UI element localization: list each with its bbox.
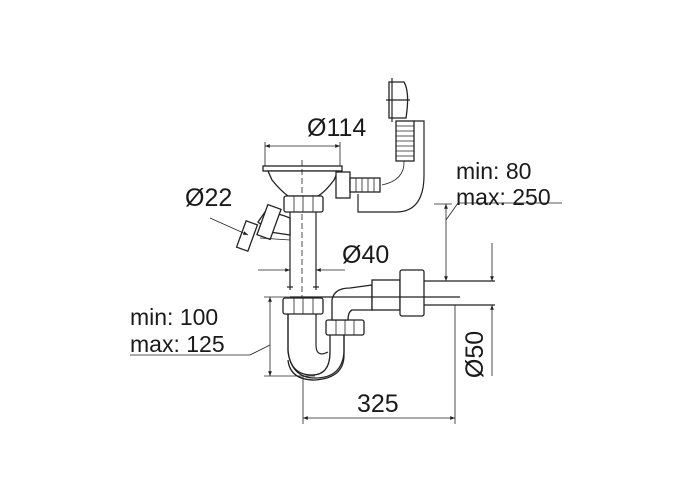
strainer-basket (262, 160, 381, 300)
pipe-diameter-label: Ø40 (342, 241, 390, 269)
height-min-label: min: 80 (456, 158, 532, 184)
inlet-diameter-label: Ø22 (185, 184, 233, 212)
dishwasher-inlet (209, 203, 291, 253)
trap-depth-dimension (130, 296, 315, 377)
overflow-assembly (357, 78, 425, 213)
trap-min-label: min: 100 (130, 304, 219, 330)
strainer-dimension (264, 142, 341, 168)
height-max-label: max: 250 (456, 184, 551, 210)
width-dimension (302, 305, 456, 424)
trap-max-label: max: 125 (130, 331, 225, 357)
width-label: 325 (357, 390, 399, 418)
strainer-diameter-label: Ø114 (307, 114, 367, 142)
height-dimension (434, 202, 562, 281)
tailpiece (283, 195, 324, 290)
outlet-diameter-label: Ø50 (461, 330, 490, 379)
bottle-trap (282, 269, 495, 381)
